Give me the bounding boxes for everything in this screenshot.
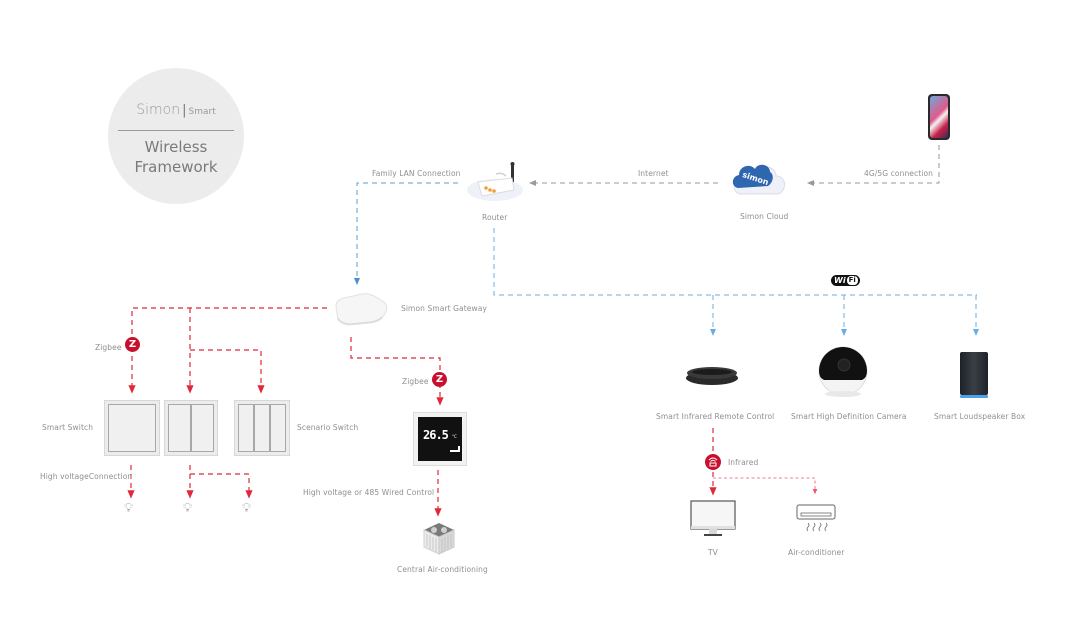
speaker-icon (960, 352, 988, 398)
scenario-switch-label: Scenario Switch (297, 423, 359, 432)
badge-title-line1: Wireless (144, 138, 208, 156)
ir-remote-label: Smart Infrared Remote Control (656, 412, 775, 421)
infrared-icon (705, 454, 721, 470)
internet-label: Internet (638, 169, 669, 178)
high-voltage-label: High voltageConnection (40, 472, 133, 481)
smart-switch-2gang-icon (164, 400, 218, 456)
air-conditioner-label: Air-conditioner (788, 548, 845, 557)
central-ac-icon (422, 520, 456, 556)
cloud-icon: simon (730, 160, 790, 202)
zigbee-right-label: Zigbee (402, 377, 429, 386)
tv-icon (690, 500, 736, 538)
badge-divider (118, 130, 234, 131)
smart-switch-1gang-icon (104, 400, 160, 456)
wifi-badge-icon: Wi Fi (831, 275, 860, 286)
thermostat-unit: °C (452, 434, 457, 439)
gateway-label: Simon Smart Gateway (401, 304, 487, 313)
signal-bars-icon (450, 446, 460, 452)
wifi-bus-line (493, 228, 977, 296)
smart-switch-label: Smart Switch (42, 423, 94, 432)
badge-title-line2: Framework (134, 158, 218, 176)
camera-icon (818, 344, 868, 398)
infrared-label: Infrared (728, 458, 759, 467)
gateway-icon (332, 292, 388, 326)
hv-line-3 (190, 473, 253, 499)
central-ac-label: Central Air-conditioning (397, 565, 488, 574)
lan-connection-line (354, 182, 458, 285)
ir-line-ac (713, 477, 818, 495)
title-badge: Simon|Smart Wireless Framework (108, 68, 244, 204)
brand-main-text: Simon (136, 102, 181, 118)
bulb-icon: 💡︎ (183, 501, 193, 516)
cloud-label: Simon Cloud (740, 212, 789, 221)
wired-control-label: High voltage or 485 Wired Control (303, 488, 435, 497)
router-label: Router (482, 213, 508, 222)
air-conditioner-icon (796, 504, 836, 534)
zigbee-left-label: Zigbee (95, 343, 122, 352)
zigbee-drop-scenario (190, 349, 265, 394)
mobile-connection-label: 4G/5G connection (864, 169, 934, 178)
router-icon (466, 160, 524, 202)
speaker-label: Smart Loudspeaker Box (934, 412, 1026, 421)
wifi-badge-wi: Wi (834, 276, 846, 285)
tv-label: TV (708, 548, 718, 557)
brand-separator: | (182, 103, 187, 118)
zigbee-thermostat-line (350, 337, 444, 406)
zigbee-left-icon: Z (125, 337, 140, 352)
brand-sub-text: Smart (188, 107, 216, 117)
bulb-icon: 💡︎ (242, 501, 252, 516)
bulb-icon: 💡︎ (124, 501, 134, 516)
scenario-switch-icon (234, 400, 290, 456)
thermostat-temp: 26.5 (423, 428, 449, 442)
brand-logo: Simon|Smart (108, 99, 244, 118)
zigbee-bus-line (128, 307, 327, 394)
zigbee-right-icon: Z (432, 372, 447, 387)
family-lan-label: Family LAN Connection (372, 169, 461, 178)
thermostat-icon: 26.5 °C (413, 412, 467, 466)
camera-label: Smart High Definition Camera (791, 412, 907, 421)
mobile-connection-line (807, 145, 940, 186)
wifi-badge-fi: Fi (846, 276, 858, 285)
ir-remote-icon (685, 365, 739, 385)
smartphone-icon (928, 94, 950, 140)
